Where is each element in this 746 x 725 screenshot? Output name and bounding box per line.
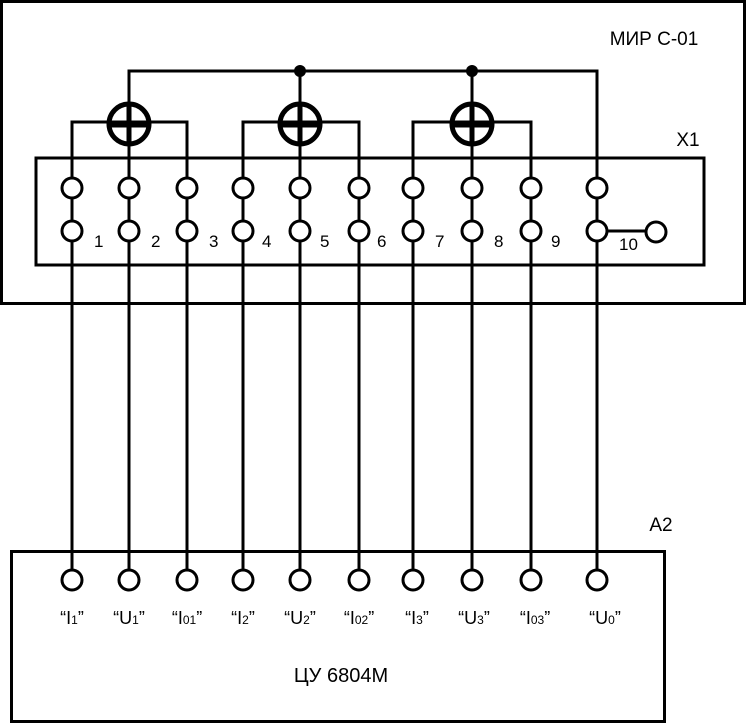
device-frame (0, 0, 746, 305)
contact-upper (117, 176, 141, 200)
contact-number: 3 (209, 232, 218, 251)
unit-terminal (117, 568, 141, 592)
contact-number: 4 (262, 232, 271, 251)
contact-number: 8 (494, 232, 503, 251)
unit-terminal (288, 568, 312, 592)
lower-contacts (60, 219, 609, 243)
terminal-labels: “I1” “U1” “I01” “I2” “U2” “I02” “I3” “U3… (60, 608, 621, 628)
neutral-bus-wire (127, 69, 599, 186)
contact-number: 2 (151, 232, 160, 251)
connection-wires (70, 242, 599, 569)
contact-upper (175, 176, 199, 200)
terminal-block-x1 (34, 156, 706, 267)
device-title: МИР С-01 (610, 29, 699, 50)
contact-numbers: 1 2 3 4 5 6 7 8 9 10 (94, 232, 638, 254)
contact-links (70, 186, 599, 231)
terminal-block-label: X1 (676, 130, 699, 151)
unit-name: ЦУ 6804М (294, 665, 388, 687)
unit-terminal (175, 568, 199, 592)
terminal-label: “I03” (520, 608, 550, 628)
sensor-symbols (106, 101, 495, 147)
contact-lower (288, 219, 312, 243)
sensor-symbol-3 (449, 101, 495, 147)
terminal-label: “I1” (60, 608, 84, 628)
terminal-label: “I01” (172, 608, 202, 628)
sensor-symbol-1 (106, 101, 152, 147)
contact-upper (519, 176, 543, 200)
contact-lower (460, 219, 484, 243)
contact-upper (585, 176, 609, 200)
terminal-label: “U0” (589, 608, 621, 628)
unit-terminal (585, 568, 609, 592)
contact-upper (288, 176, 312, 200)
contact-upper (347, 176, 371, 200)
contact-lower (175, 219, 199, 243)
unit-terminal (519, 568, 543, 592)
contact-lower (401, 219, 425, 243)
contact-lower (60, 219, 84, 243)
contact-upper (60, 176, 84, 200)
contact-number: 5 (320, 232, 329, 251)
contact-number: 6 (377, 232, 386, 251)
terminal-label: “I3” (405, 608, 429, 628)
unit-label: A2 (649, 515, 672, 536)
contact-upper (460, 176, 484, 200)
contact-number: 9 (551, 232, 560, 251)
contact-lower (117, 219, 141, 243)
unit-terminal (60, 568, 84, 592)
contact-number: 7 (435, 232, 444, 251)
contact-lower (231, 219, 255, 243)
contact-number: 10 (619, 235, 638, 254)
sensor-symbol-2 (277, 101, 323, 147)
terminal-label: “U3” (458, 608, 490, 628)
contact-upper (401, 176, 425, 200)
contact-lower (585, 219, 609, 243)
unit-a2-box (10, 550, 666, 723)
contact-10-extra-terminal (644, 220, 668, 244)
unit-terminals (60, 568, 609, 592)
terminal-label: “I02” (344, 608, 374, 628)
terminal-label: “U2” (284, 608, 316, 628)
contact-upper (231, 176, 255, 200)
terminal-label: “U1” (113, 608, 145, 628)
contact-lower (519, 219, 543, 243)
upper-contacts (60, 176, 609, 200)
contact-number: 1 (94, 232, 103, 251)
terminal-label: “I2” (231, 608, 255, 628)
unit-terminal (460, 568, 484, 592)
unit-terminal (401, 568, 425, 592)
unit-terminal (347, 568, 371, 592)
contact-lower (347, 219, 371, 243)
unit-terminal (231, 568, 255, 592)
